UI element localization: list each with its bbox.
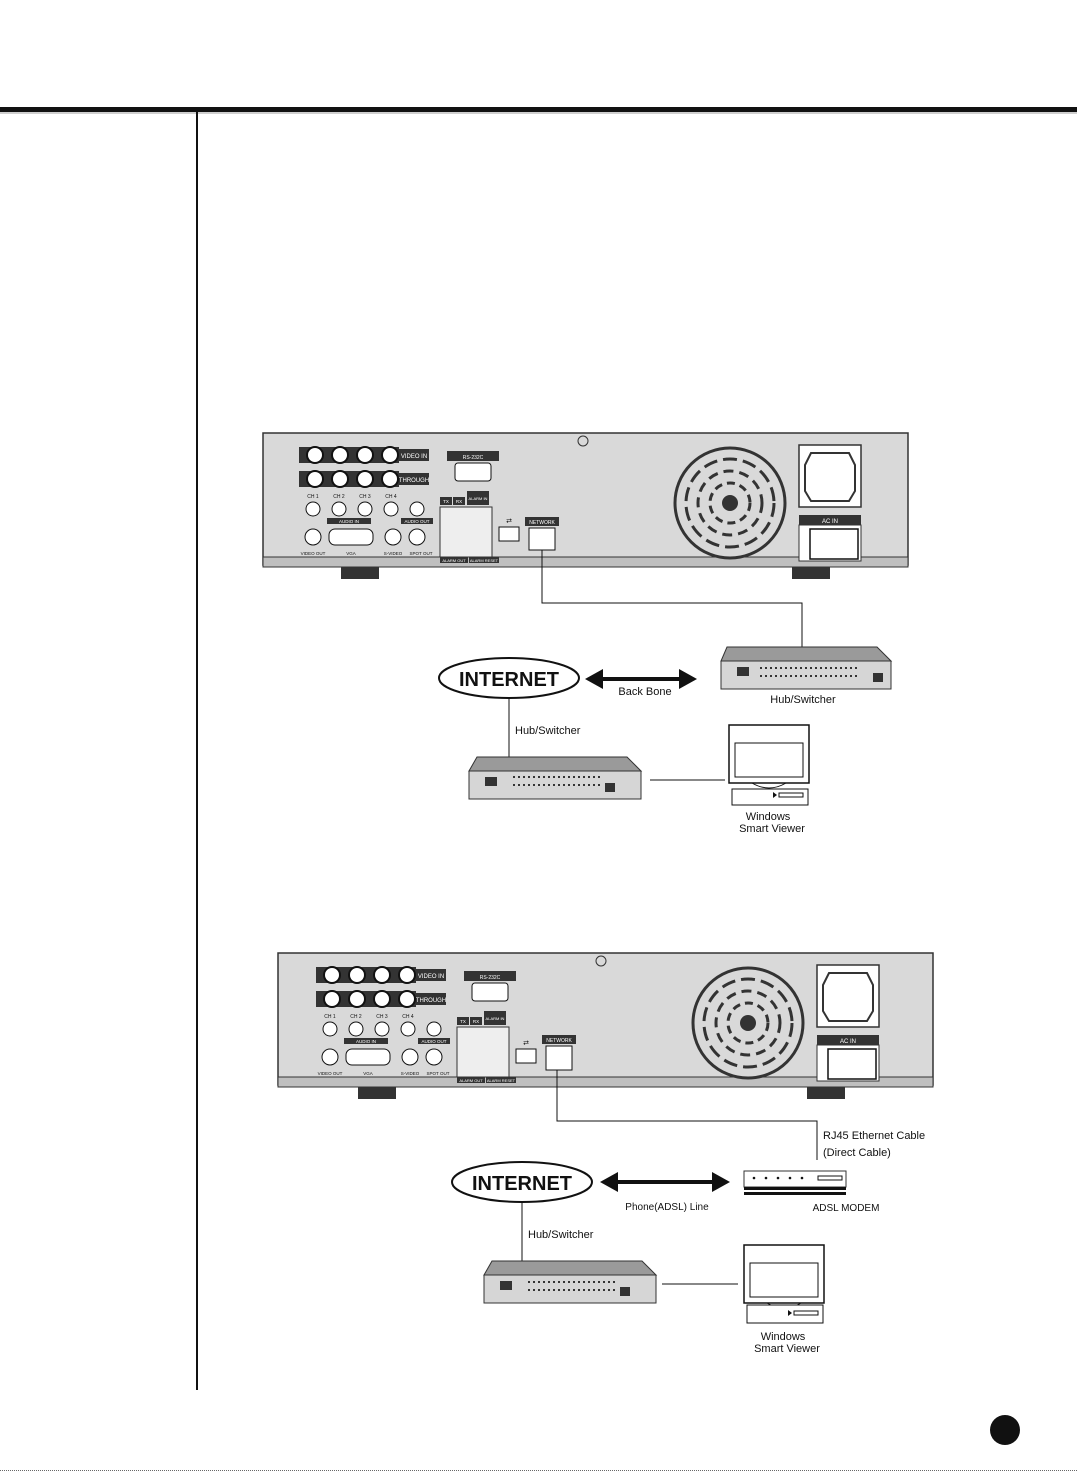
phone-line-arrow-icon: [600, 1172, 730, 1192]
video-in-label: VIDEO IN: [418, 974, 444, 980]
tx-label: TX: [443, 499, 449, 504]
fan-grille-icon: [673, 446, 787, 560]
ch4-label: CH 4: [402, 1014, 414, 1020]
page-number-badge: [990, 1415, 1020, 1445]
network-label: NETWORK: [529, 520, 555, 526]
cable-label-line1: RJ45 Ethernet Cable: [823, 1130, 925, 1142]
viewer-label-line1: Windows: [746, 811, 791, 823]
ch4-label: CH 4: [385, 494, 397, 500]
rx-label: RX: [473, 1019, 479, 1024]
ch1-label: CH 1: [307, 494, 319, 500]
ch3-label: CH 3: [359, 494, 371, 500]
rs232c-label: RS-232C: [480, 975, 501, 981]
network-label: NETWORK: [546, 1038, 572, 1044]
ethernet-cable: [541, 550, 803, 648]
ch3-label: CH 3: [376, 1014, 388, 1020]
rj45-cable: [556, 1070, 818, 1160]
video-out-label: VIDEO OUT: [301, 551, 326, 556]
margin-rule: [196, 112, 198, 1390]
vga-label: VGA: [346, 551, 356, 556]
ac-in-label: AC IN: [840, 1039, 856, 1045]
network-diagram-lan: VIDEO IN THROUGH CH 1 CH 2 CH 3 CH 4 AUD…: [262, 432, 909, 835]
alarm-out-label: ALARM OUT: [442, 558, 466, 563]
usb-icon: ⇄: [523, 1040, 529, 1047]
hub-left-label: Hub/Switcher: [515, 725, 581, 737]
rx-label: RX: [456, 499, 462, 504]
adsl-modem-icon: [743, 1170, 847, 1195]
backbone-label: Back Bone: [618, 686, 671, 698]
computer-icon: [743, 1244, 825, 1324]
ch2-label: CH 2: [350, 1014, 362, 1020]
spot-out-label: SPOT OUT: [410, 551, 433, 556]
audio-in-label: AUDIO IN: [339, 519, 359, 524]
hub-switcher-right: [720, 646, 893, 690]
internet-label: INTERNET: [472, 1173, 572, 1195]
computer-icon: [728, 724, 810, 806]
header-rule: [0, 107, 1077, 112]
through-label: THROUGH: [416, 998, 446, 1004]
tx-label: TX: [460, 1019, 466, 1024]
adsl-modem-label: ADSL MODEM: [813, 1203, 880, 1214]
hub-switcher: [483, 1260, 658, 1304]
ch1-label: CH 1: [324, 1014, 336, 1020]
footer-dotted-rule: [0, 1470, 1077, 1471]
spot-out-label: SPOT OUT: [427, 1071, 450, 1076]
audio-out-label: AUDIO OUT: [404, 519, 429, 524]
video-out-label: VIDEO OUT: [318, 1071, 343, 1076]
through-label: THROUGH: [399, 478, 429, 484]
network-diagram-adsl: VIDEO IN THROUGH CH 1 CH 2 CH 3 CH 4 AUD…: [277, 952, 934, 1355]
audio-in-label: AUDIO IN: [356, 1039, 376, 1044]
hub-label: Hub/Switcher: [528, 1229, 594, 1241]
alarm-in-label: ALARM IN: [469, 496, 488, 501]
alarm-reset-label: ALARM RESET: [487, 1078, 516, 1083]
internet-label: INTERNET: [459, 669, 559, 691]
dvr-rear-panel: VIDEO IN THROUGH CH 1 CH 2 CH 3 CH 4 AUD…: [262, 432, 909, 579]
usb-icon: ⇄: [506, 518, 512, 525]
phone-line-label: Phone(ADSL) Line: [625, 1202, 709, 1213]
dvr-rear-panel: VIDEO IN THROUGH CH 1 CH 2 CH 3 CH 4 AUD…: [277, 952, 934, 1099]
hub-switcher-left: [468, 756, 643, 800]
vga-label: VGA: [363, 1071, 373, 1076]
backbone-arrow-icon: [585, 669, 697, 689]
s-video-label: S-VIDEO: [401, 1071, 420, 1076]
ac-in-label: AC IN: [822, 519, 838, 525]
alarm-out-label: ALARM OUT: [459, 1078, 483, 1083]
video-in-label: VIDEO IN: [401, 454, 427, 460]
viewer-label-line2: Smart Viewer: [739, 823, 805, 835]
rs232c-label: RS-232C: [463, 455, 484, 461]
fan-grille-icon: [691, 966, 805, 1080]
viewer-label-line1: Windows: [761, 1331, 806, 1343]
hub-right-label: Hub/Switcher: [770, 694, 836, 706]
audio-out-label: AUDIO OUT: [421, 1039, 446, 1044]
header-rule-shadow: [0, 112, 1077, 114]
alarm-reset-label: ALARM RESET: [470, 558, 499, 563]
viewer-label-line2: Smart Viewer: [754, 1343, 820, 1355]
ch2-label: CH 2: [333, 494, 345, 500]
alarm-in-label: ALARM IN: [486, 1016, 505, 1021]
s-video-label: S-VIDEO: [384, 551, 403, 556]
cable-label-line2: (Direct Cable): [823, 1147, 891, 1159]
